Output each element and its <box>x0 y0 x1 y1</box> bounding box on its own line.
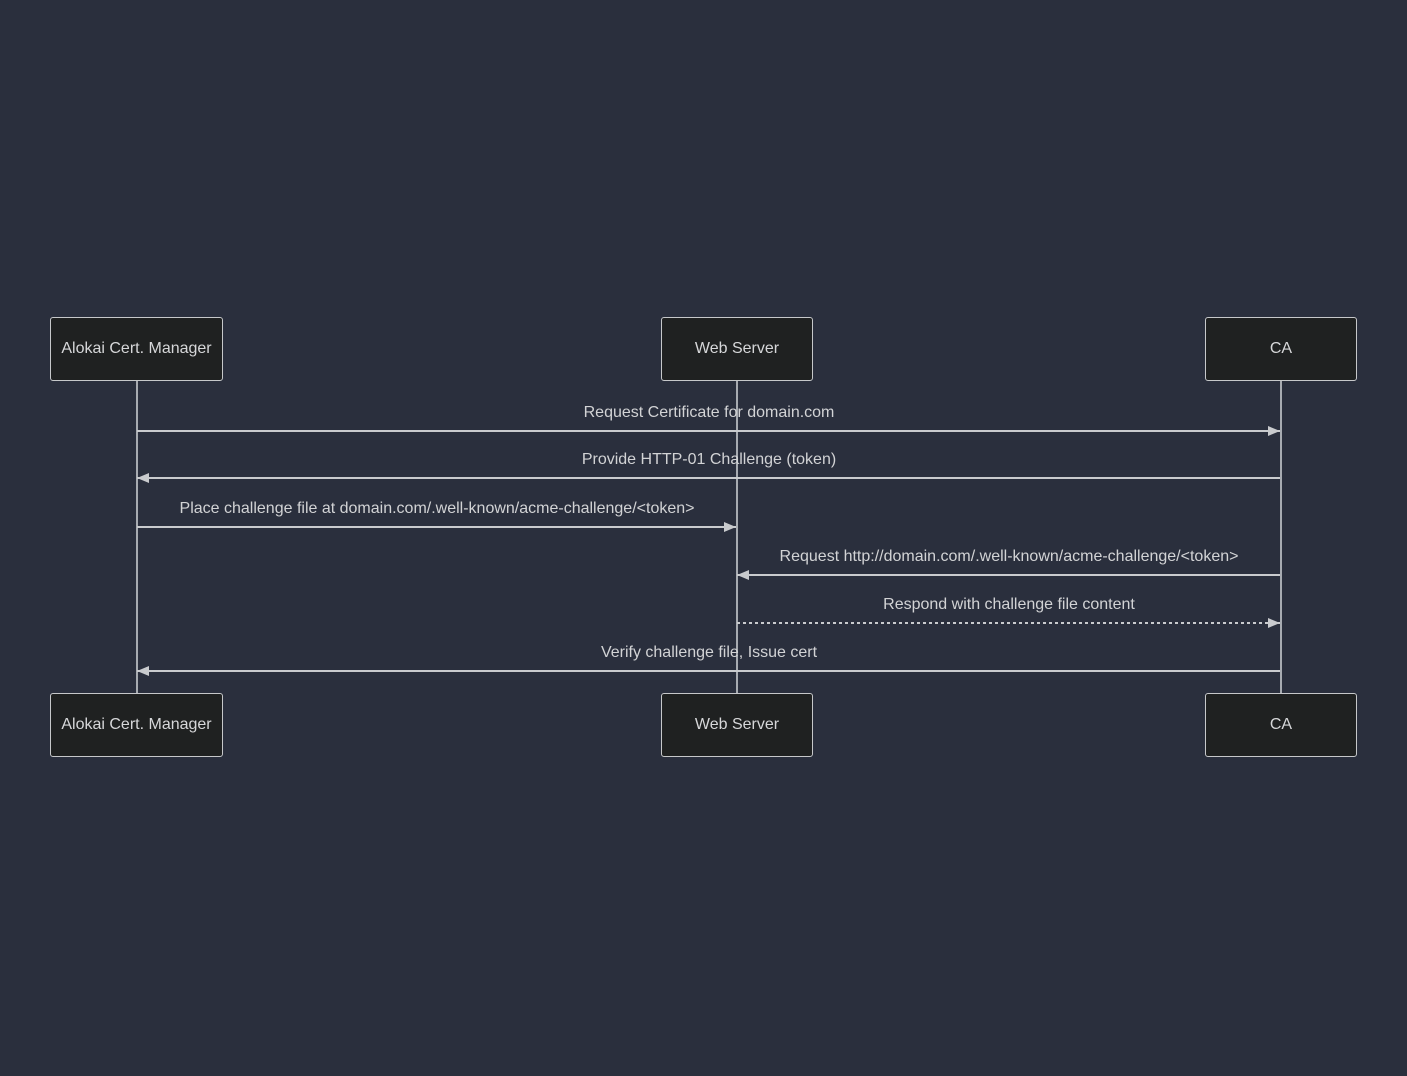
message-arrow-verify-issue-cert <box>137 666 1280 676</box>
actor-bottom-alokai-cert-manager: Alokai Cert. Manager <box>50 693 223 757</box>
arrowhead-left-icon <box>737 570 749 580</box>
actor-top-alokai-cert-manager: Alokai Cert. Manager <box>50 317 223 381</box>
actor-top-ca: CA <box>1205 317 1357 381</box>
message-label-request-challenge-url: Request http://domain.com/.well-known/ac… <box>779 548 1239 565</box>
actor-label: CA <box>1269 340 1293 357</box>
actor-bottom-ca: CA <box>1205 693 1357 757</box>
arrowhead-left-icon <box>137 473 149 483</box>
lifeline-web-server <box>736 381 738 693</box>
actor-label: Alokai Cert. Manager <box>61 716 212 733</box>
message-label-request-certificate: Request Certificate for domain.com <box>583 404 835 421</box>
actor-label: Web Server <box>694 716 780 733</box>
message-label-provide-challenge: Provide HTTP-01 Challenge (token) <box>581 451 837 468</box>
arrowhead-left-icon <box>137 666 149 676</box>
arrowhead-right-icon <box>1268 426 1280 436</box>
message-arrow-provide-challenge <box>137 473 1280 483</box>
message-arrow-respond-challenge-content <box>737 618 1280 628</box>
lifeline-alokai-cert-manager <box>136 381 138 693</box>
actor-label: CA <box>1269 716 1293 733</box>
message-label-respond-challenge-content: Respond with challenge file content <box>883 596 1135 613</box>
message-arrow-request-challenge-url <box>737 570 1280 580</box>
message-arrow-place-challenge-file <box>137 522 736 532</box>
arrowhead-right-icon <box>1268 618 1280 628</box>
actor-label: Web Server <box>694 340 780 357</box>
actor-top-web-server: Web Server <box>661 317 813 381</box>
message-label-place-challenge-file: Place challenge file at domain.com/.well… <box>179 500 695 517</box>
actor-bottom-web-server: Web Server <box>661 693 813 757</box>
message-label-verify-issue-cert: Verify challenge file, Issue cert <box>600 644 818 661</box>
arrowhead-right-icon <box>724 522 736 532</box>
actor-label: Alokai Cert. Manager <box>61 340 212 357</box>
message-arrow-request-certificate <box>137 426 1280 436</box>
lifeline-ca <box>1280 381 1282 693</box>
